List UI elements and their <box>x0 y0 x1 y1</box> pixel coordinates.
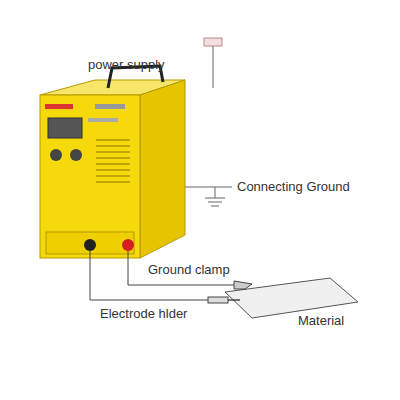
ground-clamp <box>234 281 252 289</box>
terminal-panel <box>46 232 134 254</box>
display <box>48 118 82 138</box>
vent-grille <box>96 140 130 182</box>
ground-clamp-label: Ground clamp <box>148 262 230 277</box>
electrode-rod <box>228 299 240 301</box>
power-cable <box>213 46 214 88</box>
ground-connection-label: Connecting Ground <box>237 179 350 194</box>
material-plate <box>225 278 358 318</box>
model-plate <box>95 104 125 109</box>
negative-terminal <box>84 239 96 251</box>
ground-symbol <box>205 187 225 206</box>
knob <box>70 149 82 161</box>
clamp-cable <box>128 251 234 285</box>
machine-side <box>140 80 185 258</box>
indicator <box>88 118 118 122</box>
ground-wire <box>185 187 232 188</box>
positive-terminal <box>122 239 134 251</box>
electrode-holder-label: Electrode hlder <box>100 306 187 321</box>
material-label: Material <box>298 313 344 328</box>
electrode-holder <box>208 297 228 303</box>
power-supply-label: power supply <box>88 57 165 72</box>
power-plug <box>204 38 222 46</box>
knob <box>50 149 62 161</box>
brand-strip <box>45 104 73 109</box>
machine-front <box>40 95 140 258</box>
